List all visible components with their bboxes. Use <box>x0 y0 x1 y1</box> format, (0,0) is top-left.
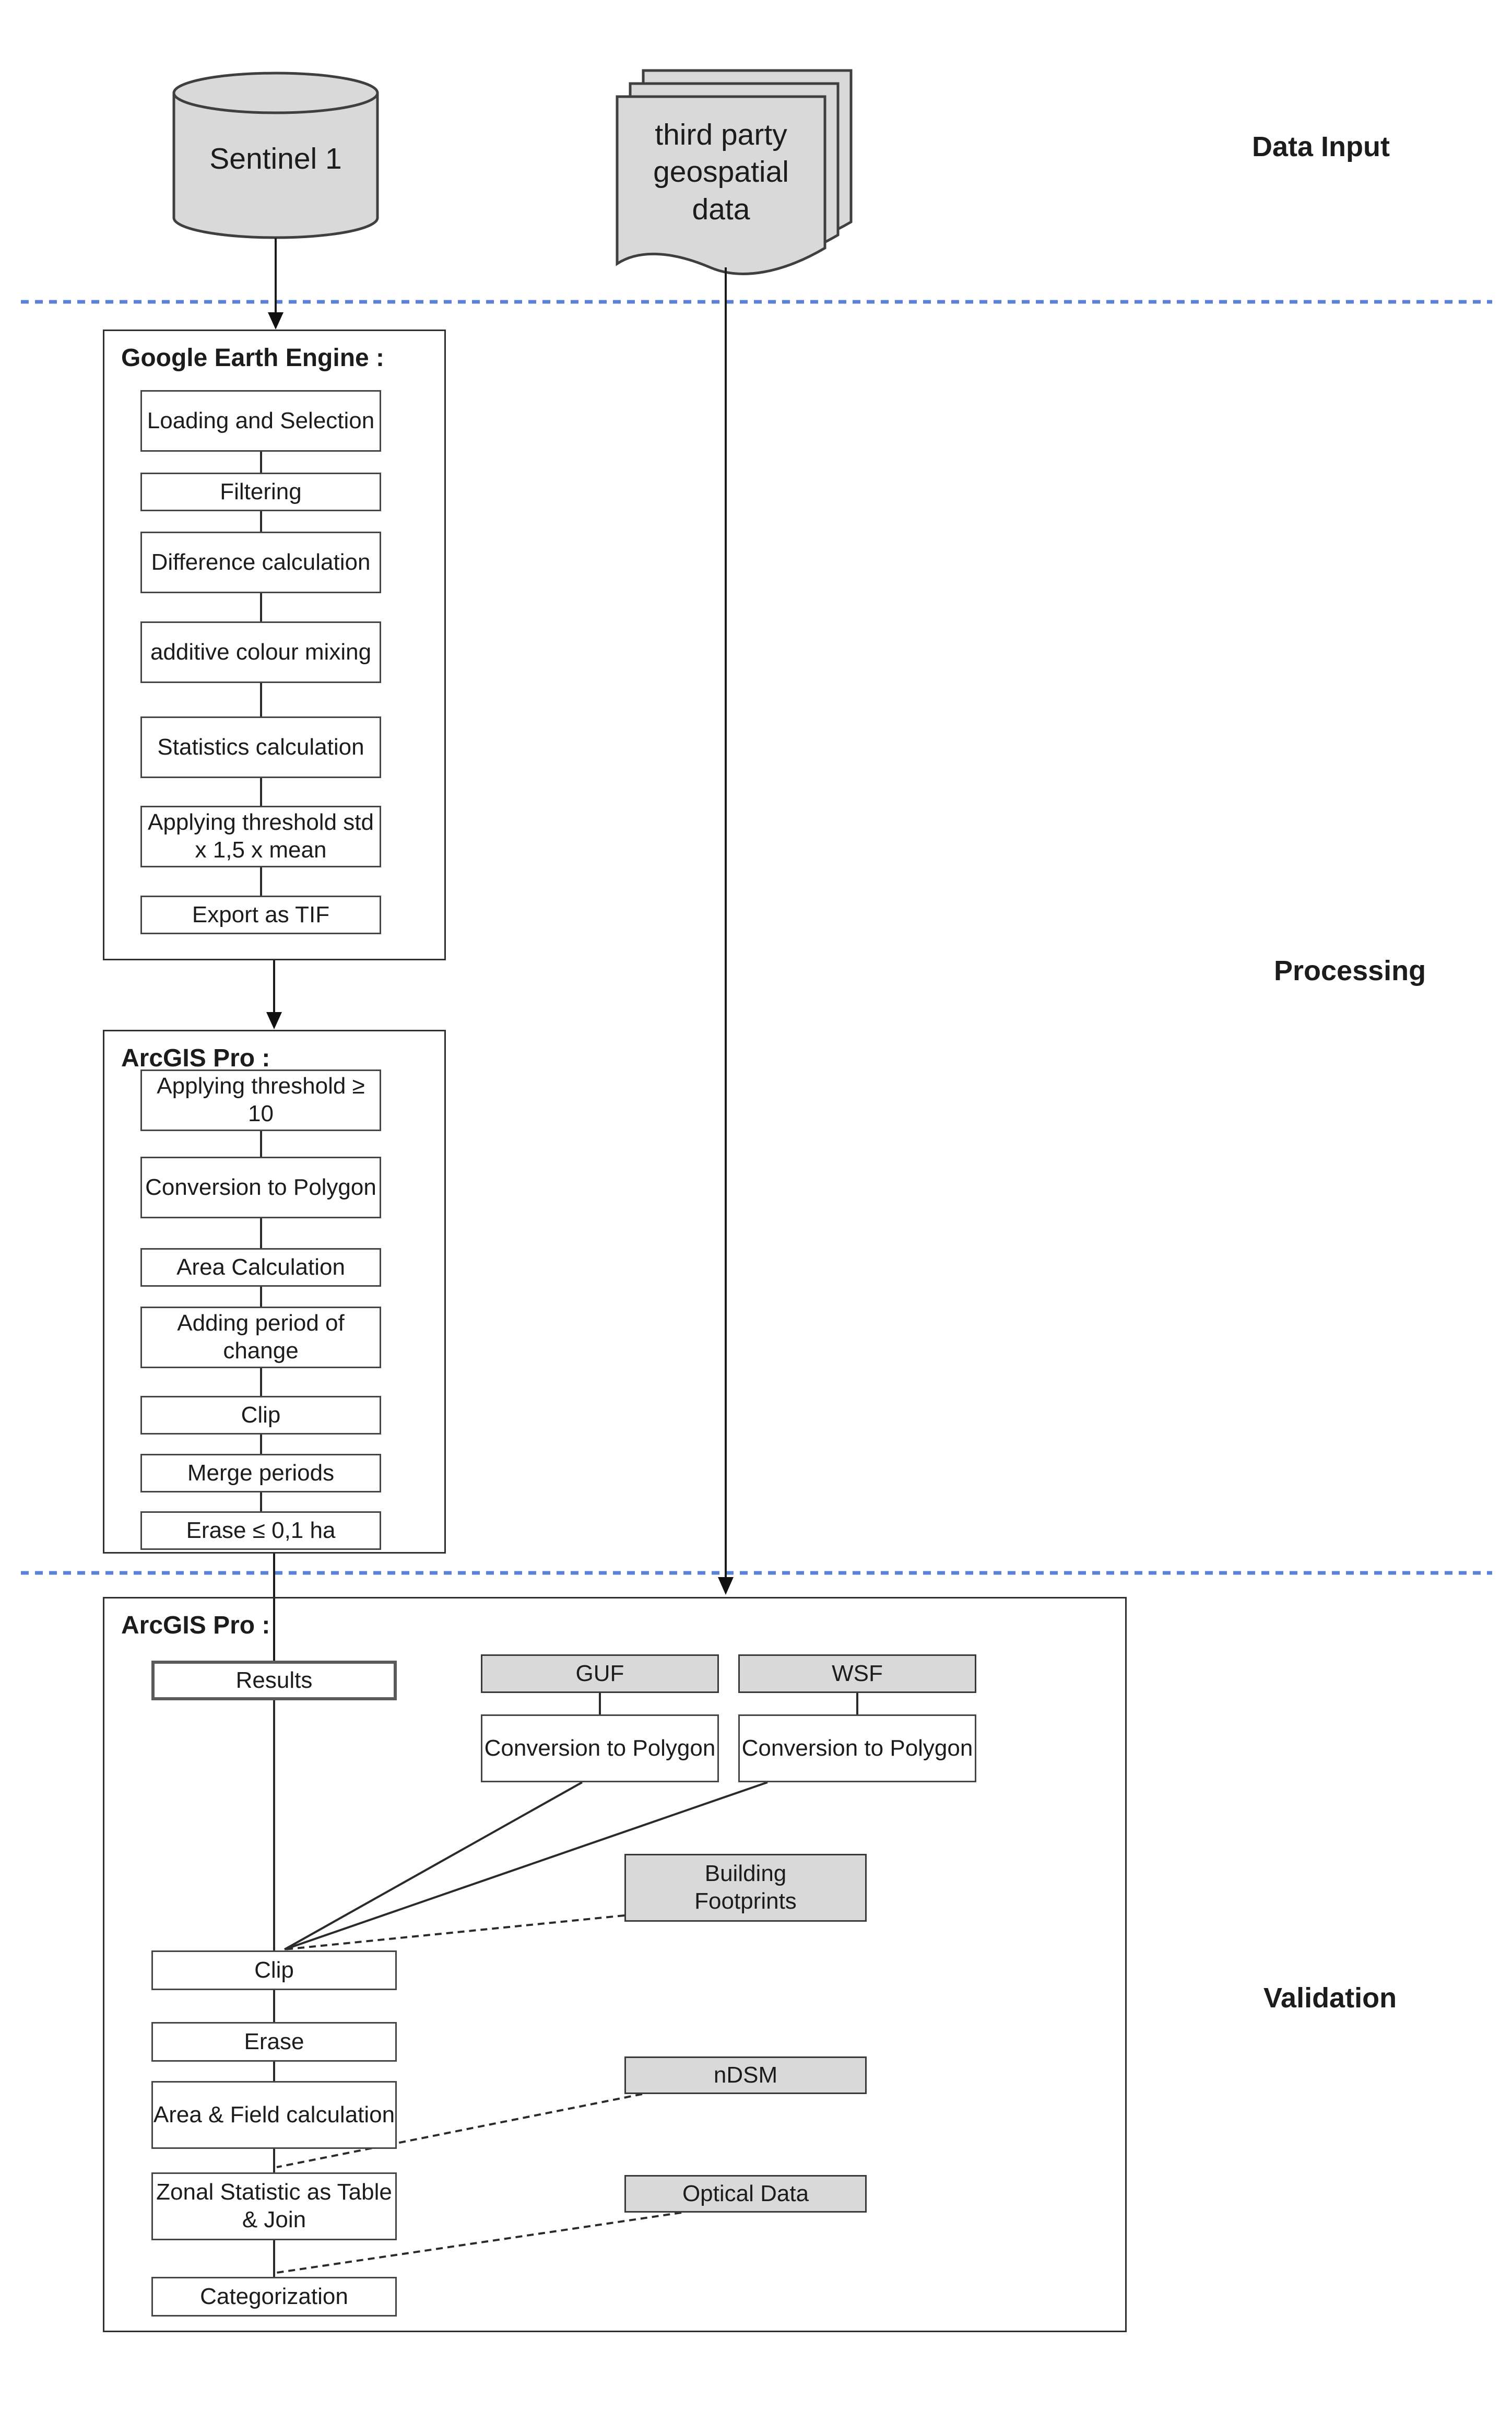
arrow-gee-to-arcgis <box>266 960 282 1029</box>
gee-step-filtering: Filtering <box>140 473 381 511</box>
gee-step-statistics-calculation: Statistics calculation <box>140 716 381 778</box>
validation-wsf-box: WSF <box>738 1654 976 1693</box>
building-footprints-label: Building Footprints <box>694 1861 797 1914</box>
validation-ndsm-box: nDSM <box>624 2056 867 2094</box>
gee-step-export-tif: Export as TIF <box>140 896 381 934</box>
arcgis-step-conversion-polygon: Conversion to Polygon <box>140 1157 381 1218</box>
validation-results-box: Results <box>151 1661 397 1700</box>
database-cylinder-shape <box>172 72 379 239</box>
label-processing: Processing <box>1274 955 1426 986</box>
validation-building-footprints-box: Building Footprints <box>624 1854 867 1922</box>
arrow-thirdparty-to-validation <box>718 267 734 1595</box>
label-validation: Validation <box>1263 1982 1397 2014</box>
arcgis-step-merge-periods: Merge periods <box>140 1454 381 1492</box>
validation-connectors <box>273 1693 858 2277</box>
arcgis-step-area-calculation: Area Calculation <box>140 1248 381 1287</box>
validation-conversion-wsf-box: Conversion to Polygon <box>738 1714 976 1782</box>
validation-categorization-box: Categorization <box>151 2277 397 2317</box>
sentinel-database-label: Sentinel 1 <box>209 142 342 176</box>
arrow-sentinel-to-gee <box>268 238 284 330</box>
document-stack-shape <box>616 69 853 275</box>
arcgis-step-adding-period: Adding period of change <box>140 1307 381 1368</box>
validation-guf-box: GUF <box>481 1654 719 1693</box>
arcgis-step-applying-threshold-10: Applying threshold ≥ 10 <box>140 1069 381 1131</box>
third-party-data-label: third party geospatial data <box>653 118 789 226</box>
gee-step-difference-calculation: Difference calculation <box>140 532 381 593</box>
arcgis-processing-container-box <box>103 1030 446 1554</box>
arcgis-processing-title: ArcGIS Pro : <box>121 1044 270 1072</box>
arcgis-validation-title: ArcGIS Pro : <box>121 1612 270 1639</box>
gee-title: Google Earth Engine : <box>121 344 385 372</box>
gee-step-loading-selection: Loading and Selection <box>140 390 381 452</box>
arcgis-step-clip: Clip <box>140 1396 381 1435</box>
validation-conversion-guf-box: Conversion to Polygon <box>481 1714 719 1782</box>
validation-fan-lines <box>276 1781 768 2274</box>
validation-erase-box: Erase <box>151 2022 397 2062</box>
arcgis-step-erase: Erase ≤ 0,1 ha <box>140 1511 381 1550</box>
validation-container-box <box>103 1597 1127 2332</box>
validation-zonal-statistic-box: Zonal Statistic as Table & Join <box>151 2172 397 2240</box>
gee-step-applying-threshold: Applying threshold std x 1,5 x mean <box>140 806 381 867</box>
label-data-input: Data Input <box>1252 131 1390 162</box>
validation-area-field-box: Area & Field calculation <box>151 2081 397 2149</box>
gee-step-additive-colour-mixing: additive colour mixing <box>140 621 381 683</box>
validation-clip-box: Clip <box>151 1950 397 1990</box>
validation-optical-data-box: Optical Data <box>624 2175 867 2213</box>
gee-container-box <box>103 330 446 960</box>
